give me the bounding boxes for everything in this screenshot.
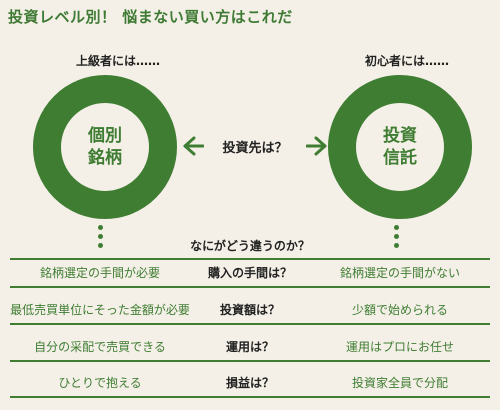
arrow-left-icon: [183, 136, 204, 156]
dotted-connector-right: [394, 225, 400, 252]
investment-trust-circle: 投資 信託: [328, 75, 472, 219]
row-left-value: ひとりで抱える: [58, 376, 142, 390]
row-divider: [10, 396, 490, 398]
row-divider: [10, 323, 490, 325]
row-divider: [10, 286, 490, 288]
table-row: 自分の采配で売買できる 運用は？ 運用はプロにお任せ: [10, 332, 490, 362]
row-topic: 運用は？: [225, 340, 274, 354]
row-topic: 損益は？: [225, 376, 274, 390]
table-row: 銘柄選定の手間が必要 購入の手間は？ 銘柄選定の手間がない: [10, 258, 490, 288]
row-divider: [10, 360, 490, 362]
row-left-value: 自分の采配で売買できる: [34, 340, 166, 354]
comparison-question: なにがどう違うのか？: [190, 239, 310, 253]
individual-stocks-text: 個別 銘柄: [88, 125, 122, 169]
row-left-value: 最低売買単位にそった金額が必要: [10, 303, 190, 317]
row-left-value: 銘柄選定の手間が必要: [39, 266, 160, 280]
compare-block: 投資先は？: [183, 136, 327, 156]
circle-left-line2: 銘柄: [88, 148, 122, 168]
row-right-value: 銘柄選定の手間がない: [339, 266, 460, 280]
circle-right-line2: 信託: [383, 148, 417, 168]
compare-label: 投資先は？: [222, 141, 288, 156]
row-right-value: 投資家全員で分配: [351, 376, 448, 390]
row-topic: 購入の手間は？: [207, 266, 292, 280]
page-title: 投資レベル別！ 悩まない買い方はこれだ: [8, 8, 293, 26]
individual-stocks-circle: 個別 銘柄: [33, 75, 177, 219]
table-row: ひとりで抱える 損益は？ 投資家全員で分配: [10, 368, 490, 398]
row-right-value: 少額で始められる: [351, 303, 448, 317]
row-divider: [10, 258, 490, 260]
arrow-right-icon: [306, 136, 327, 156]
advanced-label: 上級者には……: [76, 54, 161, 68]
dotted-connector-left: [98, 225, 104, 252]
circle-right-line1: 投資: [383, 126, 417, 146]
beginner-label: 初心者には……: [365, 54, 450, 68]
table-row: 最低売買単位にそった金額が必要 投資額は？ 少額で始められる: [10, 295, 490, 325]
row-right-value: 運用はプロにお任せ: [345, 340, 454, 354]
row-topic: 投資額は？: [219, 303, 280, 317]
investment-trust-text: 投資 信託: [383, 125, 417, 169]
circle-left-line1: 個別: [88, 126, 122, 146]
